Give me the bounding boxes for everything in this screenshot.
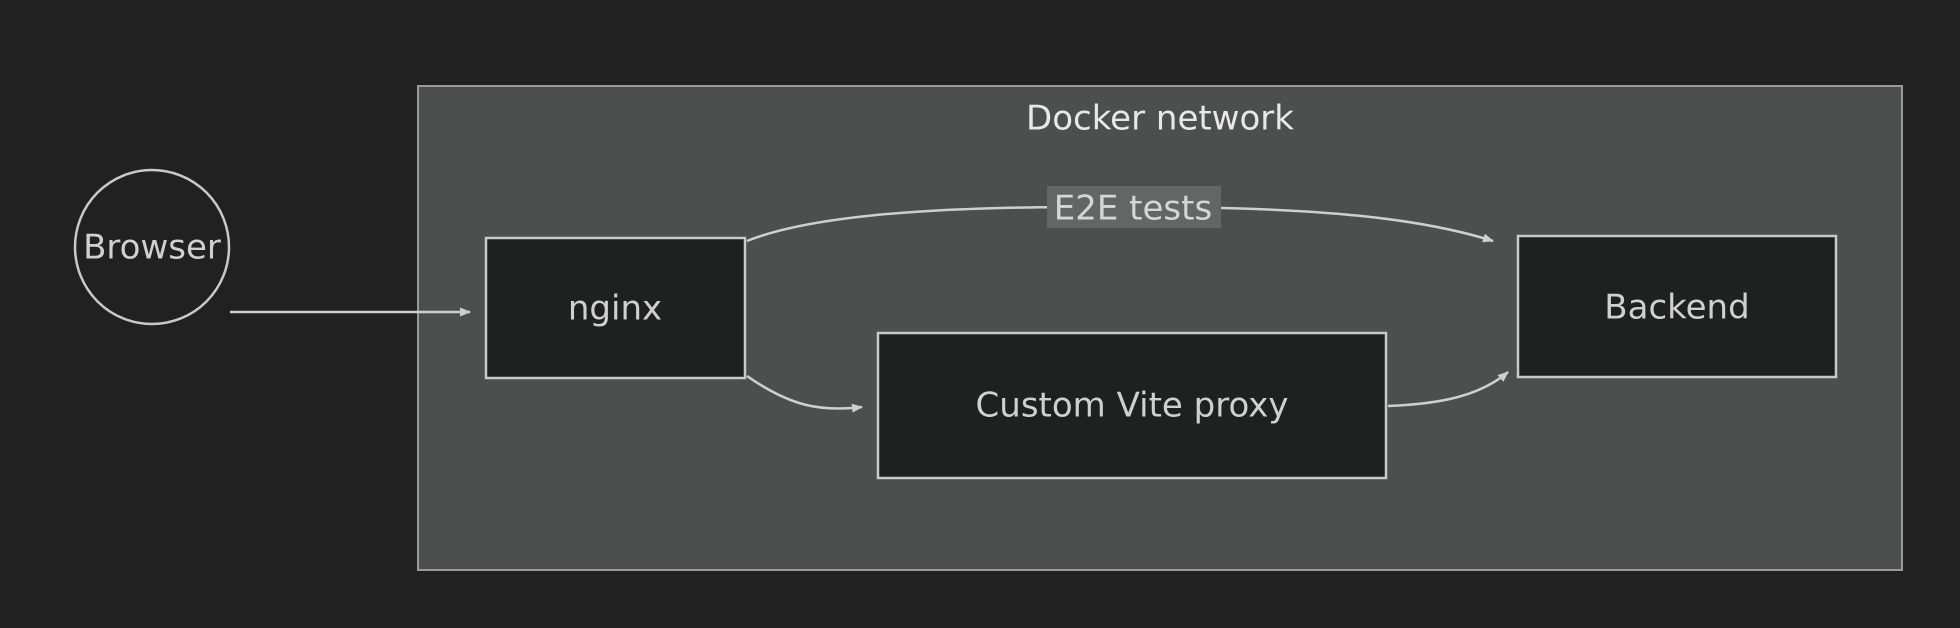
backend-box[interactable] <box>1516 234 1838 379</box>
nginx-box[interactable] <box>484 236 747 380</box>
e2e-tests-label-background <box>1047 186 1221 228</box>
edge-nginx-to-backend: E2E tests <box>746 186 1494 243</box>
node-nginx[interactable]: nginx <box>484 236 747 380</box>
docker-network-title: Docker network <box>1026 99 1294 139</box>
node-backend[interactable]: Backend <box>1516 234 1838 379</box>
node-label-nginx: nginx <box>568 289 662 329</box>
edge-vite-proxy-to-backend <box>1387 371 1509 408</box>
node-vite-proxy[interactable]: Custom Vite proxy <box>876 331 1388 480</box>
edge-nginx-to-vite-proxy <box>746 374 863 413</box>
node-label-vite-proxy: Custom Vite proxy <box>976 386 1289 426</box>
edge-label-e2e-tests: E2E tests <box>1054 189 1212 229</box>
vite-proxy-box[interactable] <box>876 331 1388 480</box>
node-label-backend: Backend <box>1604 288 1749 328</box>
browser-circle[interactable] <box>73 168 231 326</box>
node-browser[interactable]: Browser <box>73 168 231 326</box>
node-label-browser: Browser <box>83 228 221 268</box>
